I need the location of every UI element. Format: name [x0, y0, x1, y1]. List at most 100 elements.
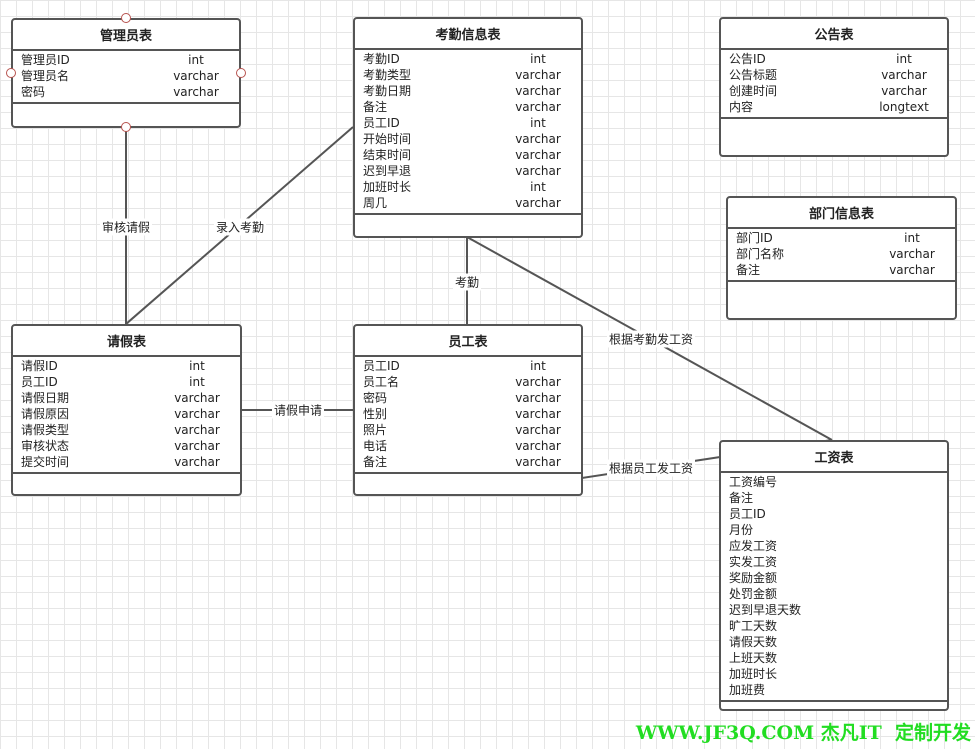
field-name: 公告标题 [729, 68, 778, 82]
field-name: 部门名称 [736, 247, 785, 261]
field-type: varchar [515, 439, 561, 453]
field-type [869, 650, 939, 666]
field-row[interactable]: 部门ID int [736, 230, 947, 246]
relation-label[interactable]: 请假申请 [271, 401, 325, 419]
field-type: int [904, 231, 920, 245]
field-name: 实发工资 [729, 555, 778, 569]
relation-label[interactable]: 录入考勤 [213, 218, 267, 236]
field-row[interactable]: 旷工天数 [729, 618, 939, 634]
field-row[interactable]: 处罚金额 [729, 586, 939, 602]
table-title: 员工表 [355, 326, 581, 357]
field-type: varchar [173, 69, 219, 83]
relation-label[interactable]: 考勤 [452, 273, 482, 291]
field-name: 考勤ID [363, 52, 400, 66]
field-type: longtext [879, 100, 929, 114]
field-row[interactable]: 月份 [729, 522, 939, 538]
field-type [869, 634, 939, 650]
relation-label[interactable]: 根据员工发工资 [606, 459, 696, 477]
field-row[interactable]: 加班费 [729, 682, 939, 698]
field-type: varchar [515, 164, 561, 178]
field-name: 备注 [736, 263, 761, 277]
field-name: 员工ID [363, 359, 400, 373]
field-name: 密码 [363, 391, 388, 405]
field-type: varchar [174, 407, 220, 421]
watermark-footer: WWW.JF3Q.COM 杰凡IT 定制开发 [635, 722, 971, 744]
field-name: 请假类型 [21, 423, 70, 437]
field-row[interactable]: 应发工资 [729, 538, 939, 554]
relation-label[interactable]: 根据考勤发工资 [606, 330, 696, 348]
field-type [869, 618, 939, 634]
field-row[interactable]: 备注 [729, 490, 939, 506]
field-name: 备注 [729, 491, 754, 505]
field-type: varchar [881, 84, 927, 98]
field-type: int [188, 53, 204, 67]
field-row[interactable]: 上班天数 [729, 650, 939, 666]
field-row[interactable]: 加班时长 [729, 666, 939, 682]
field-row[interactable]: 实发工资 [729, 554, 939, 570]
field-name: 员工ID [363, 116, 400, 130]
table-title: 请假表 [13, 326, 240, 357]
field-row[interactable]: 工资编号 [729, 474, 939, 490]
field-name: 请假日期 [21, 391, 70, 405]
relation-label[interactable]: 审核请假 [99, 218, 153, 236]
field-name: 性别 [363, 407, 388, 421]
field-type [869, 602, 939, 618]
field-type: varchar [515, 148, 561, 162]
field-type [869, 538, 939, 554]
field-row[interactable]: 创建时间 varchar [729, 83, 939, 99]
field-name: 备注 [363, 100, 388, 114]
field-row[interactable]: 迟到早退天数 [729, 602, 939, 618]
field-name: 周几 [363, 196, 388, 210]
field-type: int [189, 359, 205, 373]
field-name: 部门ID [736, 231, 773, 245]
field-type: int [530, 180, 546, 194]
field-name: 备注 [363, 455, 388, 469]
field-name: 创建时间 [729, 84, 778, 98]
field-row[interactable]: 奖励金额 [729, 570, 939, 586]
field-row[interactable]: 请假天数 [729, 634, 939, 650]
field-row[interactable]: 员工ID [729, 506, 939, 522]
